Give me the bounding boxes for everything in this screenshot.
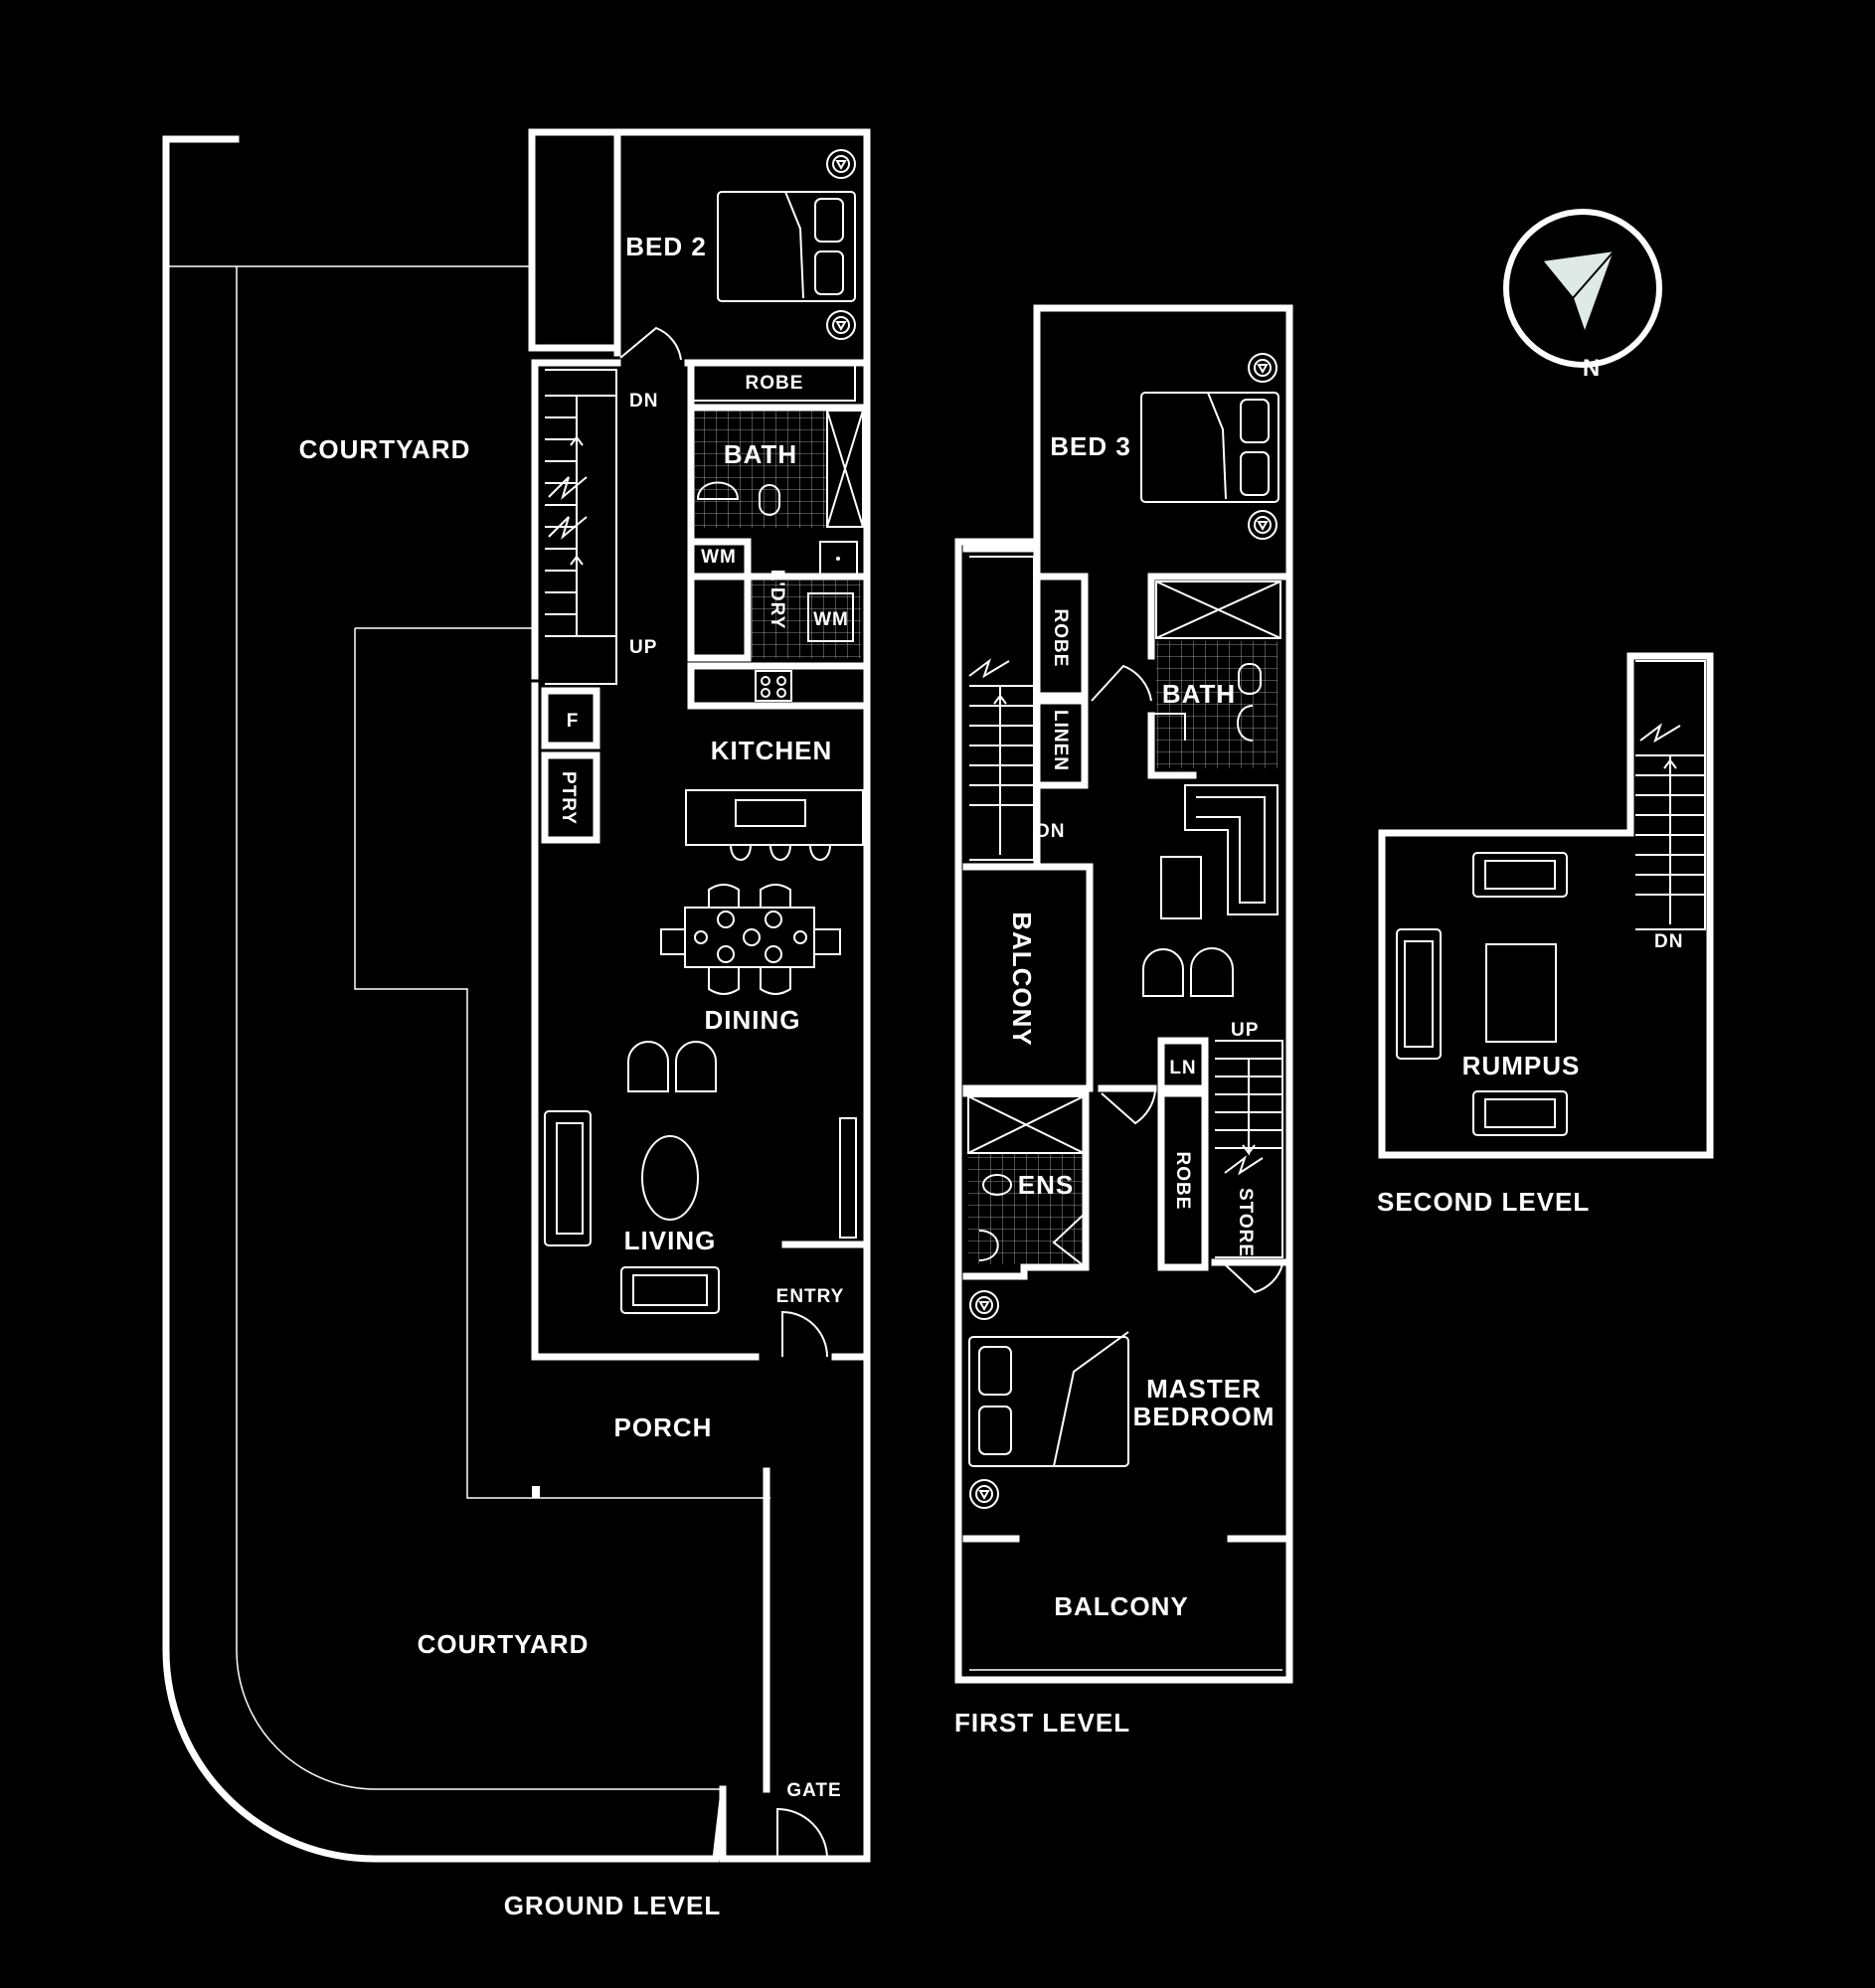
room-balcony-front: BALCONY xyxy=(1054,1591,1189,1621)
room-bed-3: BED 3 xyxy=(1050,431,1131,461)
room-kitchen: KITCHEN xyxy=(711,736,833,765)
room-laundry: L'DRY xyxy=(767,570,787,630)
ground-level-plan xyxy=(162,128,871,1863)
stair-dn-label: DN xyxy=(629,391,658,412)
compass-north-label: N xyxy=(1583,355,1601,382)
appliance-fridge: F xyxy=(567,711,580,732)
second-level-title: SECOND LEVEL xyxy=(1377,1187,1590,1217)
room-linen: LINEN xyxy=(1050,710,1071,771)
north-compass: N xyxy=(1503,209,1662,382)
room-master-line1: MASTER xyxy=(1146,1374,1262,1404)
room-master-line2: BEDROOM xyxy=(1133,1402,1276,1431)
room-dining: DINING xyxy=(705,1005,801,1035)
room-pantry: PTRY xyxy=(558,771,579,825)
room-store: STORE xyxy=(1235,1188,1256,1257)
room-ln: LN xyxy=(1169,1058,1196,1078)
bed-2-furniture xyxy=(717,149,856,340)
living-furniture xyxy=(544,1110,857,1314)
room-entry: ENTRY xyxy=(776,1286,845,1307)
stair-dn-first: DN xyxy=(1036,821,1065,842)
room-bath: BATH xyxy=(724,439,797,469)
ground-level-title: GROUND LEVEL xyxy=(504,1891,722,1920)
compass-ring xyxy=(1503,209,1662,368)
bed-3-furniture xyxy=(1140,353,1279,540)
room-gate: GATE xyxy=(786,1780,841,1801)
room-bed-2: BED 2 xyxy=(625,232,707,261)
rumpus-furniture xyxy=(1396,852,1568,1136)
appliance-wm-1: WM xyxy=(701,547,737,568)
room-porch: PORCH xyxy=(614,1412,713,1442)
room-rumpus: RUMPUS xyxy=(1462,1051,1581,1080)
room-ens: ENS xyxy=(1018,1170,1074,1200)
second-labels: RUMPUS DN SECOND LEVEL xyxy=(1377,931,1683,1217)
room-balcony-side: BALCONY xyxy=(1007,911,1037,1047)
room-robe-mid: ROBE xyxy=(1172,1152,1193,1211)
first-stairs-up xyxy=(1215,1040,1283,1258)
ground-stairs xyxy=(545,369,617,685)
first-stairs-dn xyxy=(968,556,1035,861)
stair-dn-second: DN xyxy=(1654,931,1683,952)
room-courtyard-south: COURTYARD xyxy=(418,1629,590,1659)
room-bath-first: BATH xyxy=(1162,679,1236,709)
master-bed-furniture xyxy=(968,1290,1129,1509)
second-level-plan xyxy=(1378,652,1714,1159)
first-level-plan xyxy=(954,304,1293,1684)
second-stairs xyxy=(1635,660,1706,930)
room-living: LIVING xyxy=(624,1226,717,1255)
stair-up-label: UP xyxy=(629,637,657,658)
room-robe: ROBE xyxy=(746,373,804,394)
first-level-title: FIRST LEVEL xyxy=(954,1708,1130,1738)
room-robe-top: ROBE xyxy=(1050,609,1071,668)
first-lounge-furniture xyxy=(1142,784,1278,997)
appliance-wm-2: WM xyxy=(813,609,849,630)
dining-table xyxy=(660,884,841,995)
first-labels: BED 3 ROBE LINEN BATH BALCONY LN ENS ROB… xyxy=(954,431,1276,1738)
ground-labels: COURTYARD COURTYARD BED 2 ROBE BATH WM L… xyxy=(299,232,849,1920)
stair-up-first: UP xyxy=(1231,1020,1259,1041)
room-courtyard-north: COURTYARD xyxy=(299,434,471,464)
